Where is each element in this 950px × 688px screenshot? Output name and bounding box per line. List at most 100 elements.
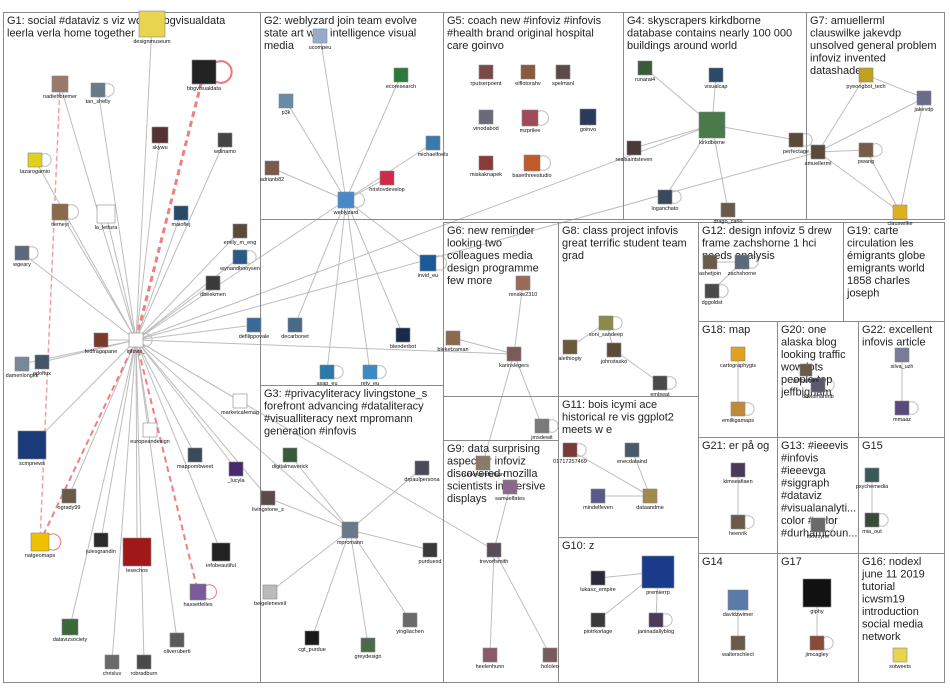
vertex-maiofiej[interactable]: maiofiej xyxy=(172,206,191,228)
vertex-natgeomaps[interactable]: natgeomaps xyxy=(25,533,56,559)
vertex-basethreestudio[interactable]: basethreestudio xyxy=(512,155,551,179)
vertex-kirkdborne[interactable]: kirkdborne xyxy=(699,112,725,146)
vertex-fedfragapane[interactable]: fedfragapane xyxy=(85,333,117,355)
vertex-tiemeyi[interactable]: tiemeyi xyxy=(51,204,68,228)
vertex-davidzwimer[interactable]: davidzwimer xyxy=(723,590,754,618)
vertex-trevorfsmith[interactable]: trevorfsmith xyxy=(480,543,509,565)
vertex-chrisluv[interactable]: chrisluv xyxy=(103,655,122,677)
vertex-enecdataind[interactable]: enecdataind xyxy=(617,443,647,465)
vertex-lukasz-empire[interactable]: lukasz_empire xyxy=(580,571,615,593)
vertex-runarai4[interactable]: runarai4 xyxy=(635,61,655,83)
vertex-asap-eu[interactable]: asap_eu xyxy=(316,365,337,387)
vertex-blenderbot[interactable]: blenderbot xyxy=(390,328,416,350)
vertex-decarbonet[interactable]: decarbonet xyxy=(281,318,309,340)
vertex-invid-eu[interactable]: invid_eu xyxy=(418,255,439,279)
vertex-embwat[interactable]: embwat xyxy=(650,376,670,398)
vertex-lazarogamio[interactable]: lazarogamio xyxy=(20,153,50,175)
vertex-image-nadiehbremer xyxy=(52,76,68,92)
vertex-label-dataandme: dataandme xyxy=(636,505,664,511)
vertex-hassetfelles[interactable]: hassetfelles xyxy=(183,584,212,608)
vertex-ecoresearch[interactable]: ecoresearch xyxy=(386,68,416,90)
vertex-vinodabod[interactable]: vinodabod xyxy=(473,110,498,132)
vertex-retv-eu[interactable]: retv_eu xyxy=(361,365,379,387)
vertex-nadiehbremer[interactable]: nadiehbremer xyxy=(43,76,77,100)
vertex-scmpnews[interactable]: scmpnews xyxy=(18,431,46,467)
vertex-wgeary[interactable]: wgeary xyxy=(12,246,31,268)
vertex-alethiogiy[interactable]: alethiogiy xyxy=(558,340,581,362)
vertex-johnstasko[interactable]: johnstasko xyxy=(600,343,627,365)
vertex-goinvo[interactable]: goinvo xyxy=(580,109,596,133)
vertex-karinslegers[interactable]: karinslegers xyxy=(499,347,529,369)
vertex-silva-uzh[interactable]: silva_uzh xyxy=(891,348,914,370)
vertex-perfectage[interactable]: perfectage xyxy=(783,133,809,155)
vertex-cgt-purdue[interactable]: cgt_purdue xyxy=(298,631,326,653)
vertex-rputserpoent[interactable]: rputserpoent xyxy=(471,65,502,87)
vertex-dataandme[interactable]: dataandme xyxy=(636,489,664,511)
vertex-label-elflotorahv: elflotorahv xyxy=(515,81,541,87)
vertex-la-lettura[interactable]: la_lettura xyxy=(95,205,119,231)
vertex-label-datavizsociety: datavizsociety xyxy=(53,637,88,643)
vertex-mpromann[interactable]: mpromann xyxy=(337,522,363,546)
vertex-purduexd[interactable]: purduexd xyxy=(419,543,442,565)
vertex-marketcafemag[interactable]: marketcafemag xyxy=(221,394,259,416)
vertex-cartographygis[interactable]: cartographygis xyxy=(720,347,756,369)
vertex-mindelfeven[interactable]: mindelfeven xyxy=(583,489,613,511)
vertex-yingliachen[interactable]: yingliachen xyxy=(396,613,424,635)
vertex-robradburn[interactable]: robradburn xyxy=(131,655,158,677)
vertex-elflotorahv[interactable]: elflotorahv xyxy=(515,65,541,87)
vertex-hololeo[interactable]: hololeo xyxy=(541,648,559,670)
vertex-miskaknapek[interactable]: miskaknapek xyxy=(470,156,502,178)
vertex-jimcagley[interactable]: jimcagley xyxy=(805,636,829,658)
vertex-lesechos[interactable]: lesechos xyxy=(123,538,151,574)
vertex-p3k[interactable]: p3k xyxy=(279,94,293,116)
vertex-piotrkorlage[interactable]: piotrkorlage xyxy=(584,613,613,635)
vertex-mmaaz[interactable]: mmaaz xyxy=(893,401,911,423)
vertex-premierrp[interactable]: premierrp xyxy=(642,556,674,596)
vertex-visualcap[interactable]: visualcap xyxy=(705,68,728,90)
vertex-damenlongkk[interactable]: damenlongkk xyxy=(6,357,39,379)
vertex-lucyla[interactable]: _lucyla xyxy=(226,462,245,484)
vertex-jmsdewit[interactable]: jmsdewit xyxy=(530,419,553,441)
vertex-julesgrandin[interactable]: julesgrandin xyxy=(85,533,116,555)
vertex-mappombweet[interactable]: mappombweet xyxy=(177,448,214,470)
vertex-wdinamo[interactable]: wdinamo xyxy=(213,133,236,155)
vertex-mia-out[interactable]: mia_out xyxy=(862,513,882,535)
vertex-bleketzaman[interactable]: bleketzaman xyxy=(437,331,468,353)
vertex-hristovdevelop[interactable]: hristovdevelop xyxy=(369,171,404,193)
vertex-ogrady99[interactable]: ogrady99 xyxy=(58,489,81,511)
vertex-loganchato[interactable]: loganchato xyxy=(652,190,679,212)
vertex-clauswilke[interactable]: clauswilke xyxy=(887,205,912,227)
vertex-image-jeffbigham xyxy=(800,364,812,376)
vertex-drpaulpersona[interactable]: drpaulpersona xyxy=(404,461,440,483)
vertex-drago-carlo[interactable]: drago_carlo xyxy=(713,203,742,225)
vertex-bbgvisualdata[interactable]: bbgvisualdata xyxy=(187,60,222,92)
vertex-pwang[interactable]: pwang xyxy=(858,143,874,165)
vertex-janinadallyblog[interactable]: janinadallyblog xyxy=(637,613,674,635)
vertex-beigeleneveil[interactable]: beigeleneveil xyxy=(254,585,286,607)
vertex-psychemedia[interactable]: psychemedia xyxy=(856,468,889,490)
vertex-defilippovale[interactable]: defilippovale xyxy=(239,318,270,340)
vertex-skywu[interactable]: skywu xyxy=(152,127,168,151)
vertex-dbeekmen[interactable]: dbeekmen xyxy=(200,276,226,298)
vertex-spelmanl[interactable]: spelmanl xyxy=(552,65,574,87)
vertex-tan-shelly[interactable]: tan_shelly xyxy=(86,83,111,105)
group-title-g1-line-1: G1: social #dataviz s viz world bbgvisua… xyxy=(7,15,226,27)
vertex-sotweets[interactable]: sotweets xyxy=(889,648,911,670)
vertex-greydesign[interactable]: greydesign xyxy=(355,638,382,660)
vertex-heenrik[interactable]: heenrik xyxy=(729,515,747,537)
vertex-soni-sandeep[interactable]: soni_sandeep xyxy=(589,316,623,338)
vertex-emilligamaps[interactable]: emilligamaps xyxy=(722,402,754,424)
vertex-oliveruberti[interactable]: oliveruberti xyxy=(164,633,191,655)
vertex-kimseafiaen[interactable]: kimseafiaen xyxy=(723,463,752,485)
vertex-dggoldst[interactable]: dggoldst xyxy=(702,284,723,306)
vertex-digitalmaverick[interactable]: digitalmaverick xyxy=(272,448,309,470)
vertex-giphy[interactable]: giphy xyxy=(803,579,831,615)
vertex-datavizsociety[interactable]: datavizsociety xyxy=(53,619,88,643)
vertex-renske2310[interactable]: renske2310 xyxy=(509,276,538,298)
vertex-heelenhunn[interactable]: heelenhunn xyxy=(476,648,505,670)
vertex-label-weblyzard: weblyzard xyxy=(333,210,359,216)
vertex-infobeautiful[interactable]: infobeautiful xyxy=(206,543,236,569)
vertex-mzprilee[interactable]: mzprilee xyxy=(520,110,541,134)
vertex-emily-m-eng[interactable]: emily_m_eng xyxy=(224,224,257,246)
vertex-walterschlect[interactable]: walterschlect xyxy=(721,636,754,658)
